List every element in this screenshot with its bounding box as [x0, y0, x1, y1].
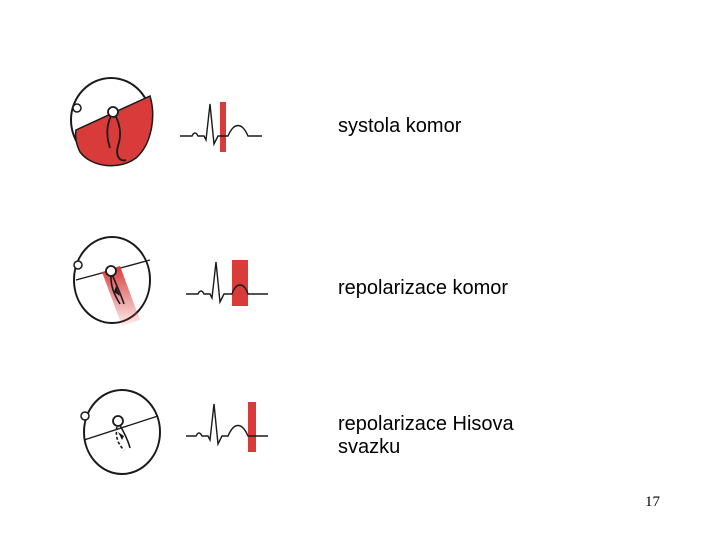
ecg-trace-systole	[178, 98, 264, 154]
caption-systola-komor: systola komor	[338, 115, 461, 138]
ecg-trace-ventricular-repolarization	[184, 256, 270, 310]
caption-repolarizace-komor: repolarizace komor	[338, 277, 508, 300]
caption-repolarizace-hisova-svazku: repolarizace Hisova svazku	[338, 413, 538, 459]
ecg-trace-his-bundle-repolarization	[184, 398, 270, 454]
heart-diagram-ventricular-repolarization	[64, 232, 164, 332]
heart-diagram-systole	[62, 72, 162, 172]
heart-diagram-his-bundle-repolarization	[74, 386, 174, 486]
page-number: 17	[560, 494, 660, 511]
